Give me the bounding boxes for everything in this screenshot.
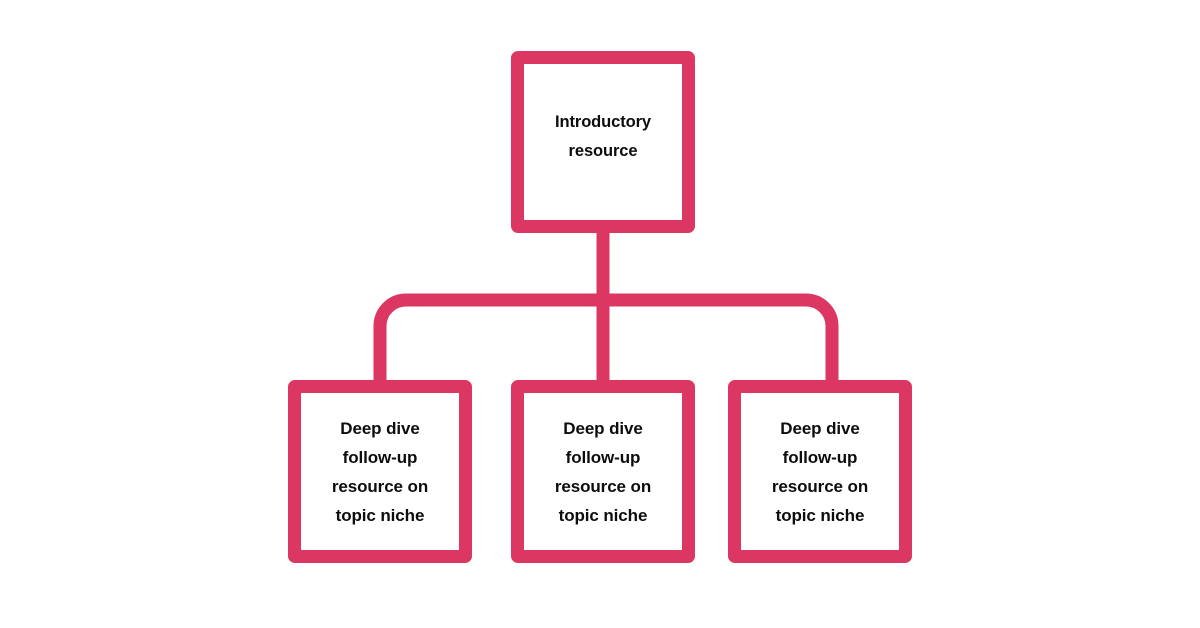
node-label-introductory-resource: Introductory resource: [555, 113, 651, 160]
node-deep-dive-3[interactable]: Deep dive follow-up resource on topic ni…: [728, 380, 912, 563]
branch-to-child-2: [596, 300, 610, 386]
node-label-deep-dive-2: Deep dive follow-up resource on topic ni…: [554, 418, 652, 525]
node-label-deep-dive-1: Deep dive follow-up resource on topic ni…: [331, 418, 429, 525]
node-introductory-resource[interactable]: Introductory resource: [511, 51, 695, 233]
node-label-deep-dive-3: Deep dive follow-up resource on topic ni…: [771, 418, 869, 525]
node-deep-dive-2[interactable]: Deep dive follow-up resource on topic ni…: [511, 380, 695, 563]
node-deep-dive-1[interactable]: Deep dive follow-up resource on topic ni…: [288, 380, 472, 563]
root-to-bus-connector: [596, 228, 610, 308]
horizontal-distribution-bus: [373, 293, 839, 388]
